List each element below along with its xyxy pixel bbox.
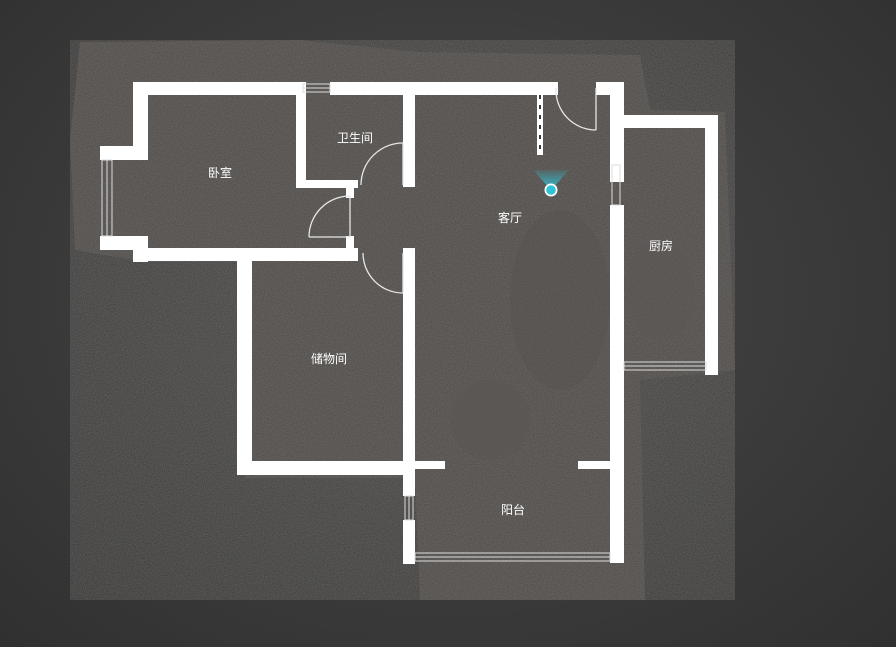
wall-segment (403, 461, 445, 469)
wall-segment (100, 146, 148, 160)
walls (100, 82, 718, 564)
viewpoint-marker-icon[interactable] (533, 170, 569, 197)
windows (101, 83, 707, 562)
wall-segment (610, 205, 624, 563)
window (611, 164, 621, 206)
room-label-storage[interactable]: 储物间 (311, 351, 347, 366)
wall-segment (403, 520, 415, 564)
wall-segment (237, 461, 415, 475)
room-label-bedroom[interactable]: 卧室 (208, 165, 232, 180)
room-label-balcony[interactable]: 阳台 (501, 502, 525, 517)
floor-texture (70, 40, 735, 600)
wall-segment (403, 248, 415, 496)
wall-segment (330, 82, 558, 95)
wall-segment (133, 82, 148, 150)
door-entrance (555, 87, 597, 131)
wall-segment (296, 180, 358, 188)
door-bedroom (308, 195, 351, 238)
room-label-living-room[interactable]: 客厅 (498, 210, 522, 225)
wall-segment (610, 115, 718, 128)
wall-segment (346, 236, 354, 254)
room-label-kitchen[interactable]: 厨房 (649, 238, 673, 253)
wall-segment (346, 186, 354, 198)
wall-segment (403, 95, 415, 187)
wall-segment (610, 82, 624, 182)
room-label-bathroom[interactable]: 卫生间 (337, 131, 373, 145)
door-storage (362, 252, 404, 294)
wall-segment (578, 461, 616, 469)
door-bathroom (360, 142, 404, 186)
wall-segment (133, 82, 303, 95)
wall-segment (705, 115, 718, 375)
wall-segment (237, 248, 252, 475)
doors (308, 87, 597, 294)
wall-segment (296, 82, 306, 186)
room-labels: 卧室 卫生间 客厅 厨房 储物间 阳台 (208, 131, 673, 517)
